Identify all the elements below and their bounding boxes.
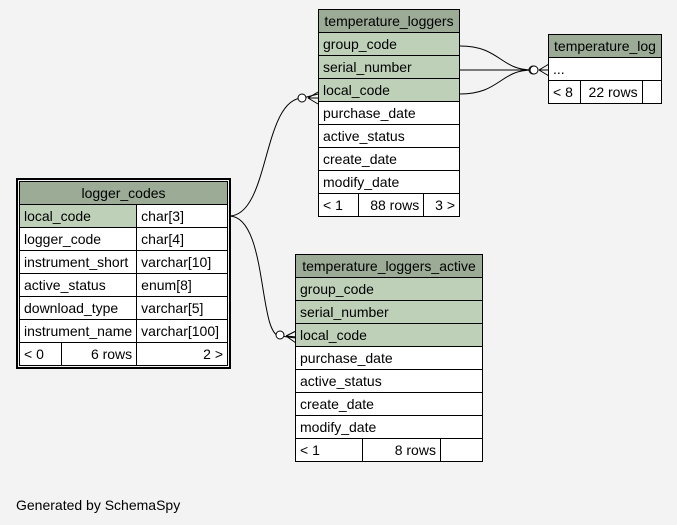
parents-count[interactable]: < 1 bbox=[294, 438, 364, 462]
column-serial-number: serial_number bbox=[295, 300, 483, 324]
column-purchase-date: purchase_date bbox=[295, 346, 483, 370]
column-modify-date: modify_date bbox=[295, 415, 483, 439]
column-type: char[3] bbox=[136, 204, 228, 228]
children-count bbox=[641, 80, 663, 104]
edge-crowfoot-marker bbox=[307, 91, 319, 105]
children-count[interactable]: 2 > bbox=[136, 342, 228, 366]
row-count: 6 rows bbox=[60, 342, 138, 366]
column-local-code: local_code bbox=[318, 78, 460, 102]
table-logger-codes[interactable]: logger_codes local_code char[3] logger_c… bbox=[16, 178, 231, 369]
parents-count[interactable]: < 1 bbox=[318, 193, 359, 217]
column-instrument-short: instrument_short bbox=[18, 250, 138, 274]
row-count: 8 rows bbox=[362, 438, 441, 462]
edge-optional-marker bbox=[529, 65, 539, 75]
column-active-status: active_status bbox=[295, 369, 483, 393]
column-group-code: group_code bbox=[318, 32, 460, 56]
table-temperature-loggers[interactable]: temperature_loggers group_code serial_nu… bbox=[318, 9, 460, 217]
column-ellipsis: ... bbox=[548, 57, 662, 81]
column-modify-date: modify_date bbox=[318, 170, 460, 194]
column-logger-code: logger_code bbox=[18, 227, 138, 251]
parents-count: < 0 bbox=[19, 342, 62, 366]
column-local-code: local_code bbox=[295, 323, 483, 347]
column-active-status: active_status bbox=[18, 273, 138, 297]
edge-logger-codes-to-temperature-loggers bbox=[228, 93, 319, 217]
edge-optional-marker bbox=[297, 93, 307, 103]
edge-crowfoot-marker bbox=[285, 330, 297, 344]
column-type: char[4] bbox=[136, 227, 228, 251]
column-group-code: group_code bbox=[295, 277, 483, 301]
table-title[interactable]: temperature_loggers_active bbox=[295, 254, 483, 278]
edge-local-code-to-temperature-log bbox=[459, 69, 533, 95]
edge-crowfoot-marker bbox=[538, 63, 550, 77]
column-download-type: download_type bbox=[18, 296, 138, 320]
row-count: 22 rows bbox=[579, 80, 643, 104]
column-create-date: create_date bbox=[318, 147, 460, 171]
table-title[interactable]: temperature_log bbox=[548, 34, 662, 58]
column-purchase-date: purchase_date bbox=[318, 101, 460, 125]
column-type: enum[8] bbox=[136, 273, 228, 297]
column-type: varchar[100] bbox=[136, 319, 228, 343]
children-count bbox=[439, 438, 484, 462]
table-temperature-loggers-active[interactable]: temperature_loggers_active group_code se… bbox=[294, 254, 484, 462]
parents-count[interactable]: < 8 bbox=[548, 80, 581, 104]
column-active-status: active_status bbox=[318, 124, 460, 148]
row-count: 88 rows bbox=[357, 193, 425, 217]
column-type: varchar[10] bbox=[136, 250, 228, 274]
table-title[interactable]: logger_codes bbox=[19, 181, 228, 205]
column-serial-number: serial_number bbox=[318, 55, 460, 79]
table-temperature-log[interactable]: temperature_log ... < 8 22 rows bbox=[548, 34, 663, 104]
edge-optional-marker bbox=[275, 330, 285, 340]
table-title[interactable]: temperature_loggers bbox=[318, 9, 460, 33]
edge-logger-codes-to-temperature-loggers-active bbox=[228, 215, 297, 339]
column-create-date: create_date bbox=[295, 392, 483, 416]
column-local-code: local_code bbox=[18, 204, 138, 228]
generated-by-text: Generated by SchemaSpy bbox=[16, 497, 181, 513]
column-instrument-name: instrument_name bbox=[18, 319, 138, 343]
edge-group-code-to-temperature-log bbox=[459, 45, 533, 71]
children-count[interactable]: 3 > bbox=[423, 193, 460, 217]
column-type: varchar[5] bbox=[136, 296, 228, 320]
